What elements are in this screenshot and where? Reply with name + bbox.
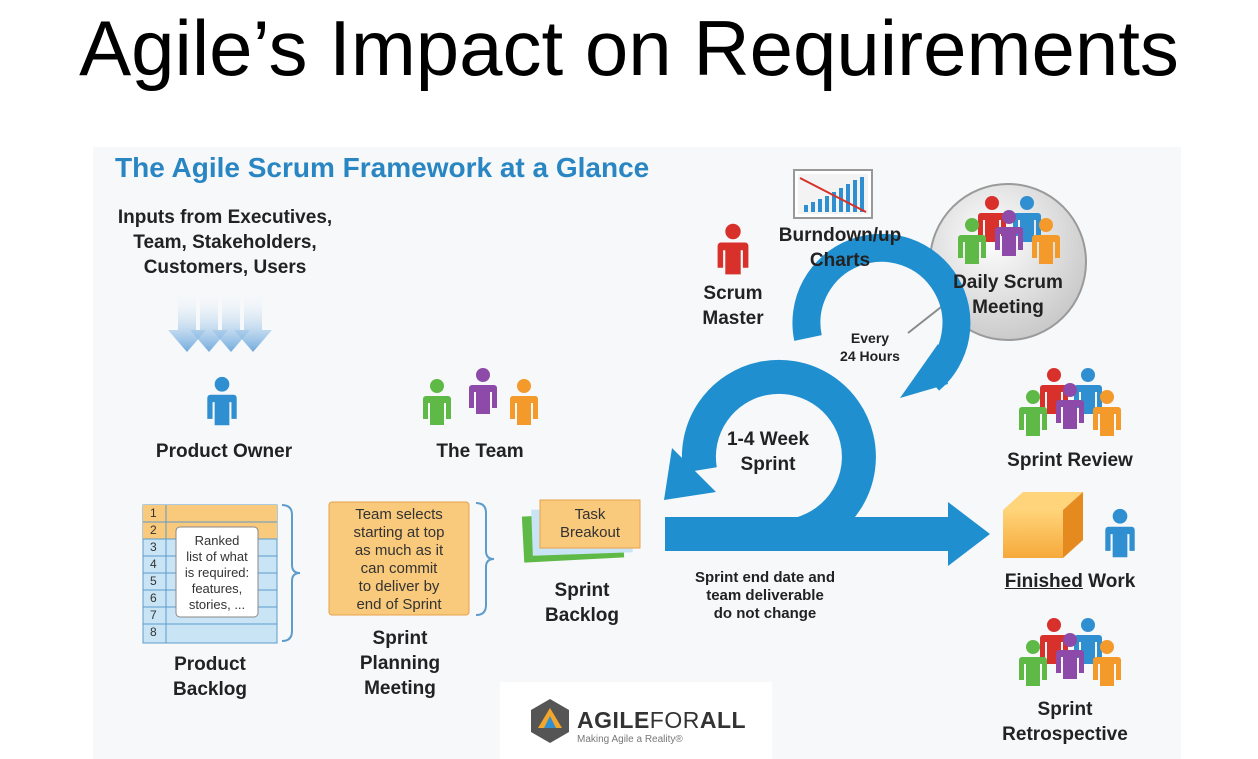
product-owner-label: Product Owner [155,441,293,462]
daily-loop-arrow-icon [792,233,971,398]
sprint-backlog-icon [521,499,641,563]
product-owner-icon [207,376,237,426]
inputs-arrows-icon [168,290,272,352]
product-backlog-icon [142,504,301,644]
sprint-loop-arrow-icon [664,359,990,566]
backlog-row-number: 2 [150,523,157,537]
inputs-label: Inputs from Executives,Team, Stakeholder… [117,207,333,278]
scrum-master-icon [717,223,749,275]
logo-tagline: Making Agile a Reality® [577,734,683,745]
burndown-chart-icon [793,169,873,219]
backlog-numbers: 1 2 3 4 5 6 7 8 [150,505,164,641]
the-team-label: The Team [436,441,524,462]
sprint-review-label: Sprint Review [1007,450,1133,471]
backlog-row-number: 8 [150,625,157,639]
sprint-retrospective-icon [1019,618,1121,686]
team-icon [423,368,538,425]
backlog-row-number: 4 [150,557,157,571]
backlog-row-number: 1 [150,506,157,520]
finished-work-label: Finished Work [1004,571,1136,592]
backlog-row-number: 6 [150,591,157,605]
sprint-planning-card [328,501,495,616]
finished-work-icon [1003,492,1135,558]
backlog-row-number: 3 [150,540,157,554]
backlog-row-number: 7 [150,608,157,622]
logo-name: AGILEFORALL [577,707,747,733]
backlog-row-number: 5 [150,574,157,588]
sprint-review-icon [1019,368,1121,436]
framework-title: The Agile Scrum Framework at a Glance [115,152,650,183]
slide-title: Agile’s Impact on Requirements [79,4,1179,92]
